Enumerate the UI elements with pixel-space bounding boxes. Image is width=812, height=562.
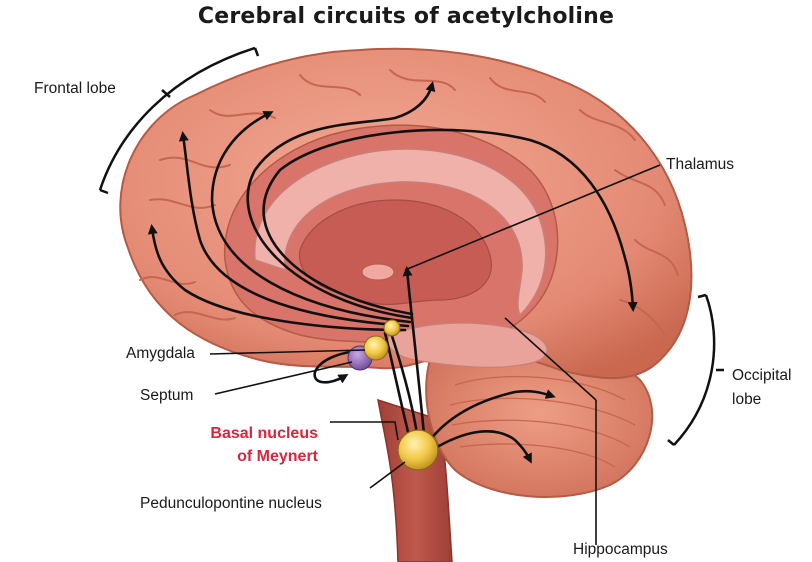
label-hippocampus: Hippocampus — [573, 540, 668, 559]
label-pedunculopontine: Pedunculopontine nucleus — [140, 494, 322, 513]
thalamus-nucleus — [362, 264, 394, 280]
label-thalamus: Thalamus — [666, 155, 734, 174]
label-occipital-lobe-2: lobe — [732, 390, 761, 409]
label-frontal-lobe: Frontal lobe — [34, 79, 116, 98]
label-amygdala: Amygdala — [126, 344, 195, 363]
amygdala-nucleus — [364, 336, 388, 360]
label-basal-nucleus-2: of Meynert — [170, 447, 318, 466]
basal-nucleus-small — [384, 320, 400, 336]
label-occipital-lobe-1: Occipital — [732, 366, 791, 385]
label-basal-nucleus-1: Basal nucleus — [170, 424, 318, 443]
diagram-title: Cerebral circuits of acetylcholine — [0, 4, 812, 29]
leader-septum — [215, 362, 352, 394]
label-septum: Septum — [140, 386, 193, 405]
pedunculopontine-nucleus — [398, 430, 438, 470]
